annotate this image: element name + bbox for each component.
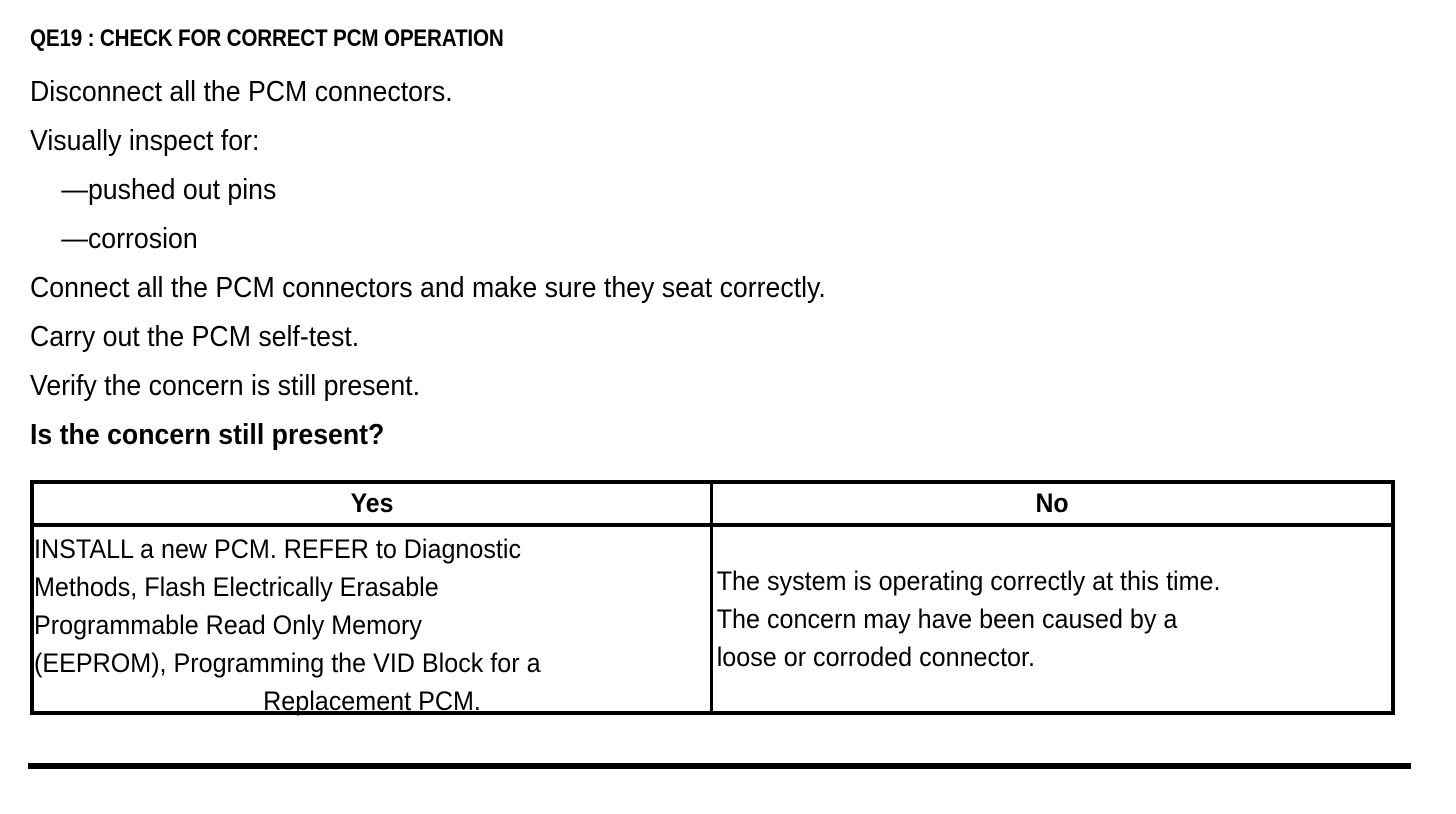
table-header-cell-yes: Yes: [34, 484, 710, 523]
instruction-line: Verify the concern is still present.: [30, 370, 421, 402]
cell-line: (EEPROM), Programming the VID Block for …: [34, 648, 541, 678]
instruction-list: Disconnect all the PCM connectors. Visua…: [30, 68, 1410, 460]
table-header-cell-no: No: [710, 484, 1391, 523]
column-header-no: No: [1035, 488, 1069, 518]
instruction-line: Connect all the PCM connectors and make …: [30, 272, 826, 304]
instruction-bullet: —pushed out pins: [61, 174, 277, 206]
footer-divider: [28, 763, 1411, 769]
cell-line: loose or corroded connector.: [716, 642, 1035, 672]
table-row: INSTALL a new PCM. REFER to Diagnostic M…: [34, 527, 1391, 716]
decision-table: Yes No INSTALL a new PCM. REFER to Diagn…: [30, 480, 1395, 716]
cell-line: Programmable Read Only Memory: [34, 610, 422, 640]
instruction-bullet: —corrosion: [61, 223, 198, 255]
instruction-line: Carry out the PCM self-test.: [30, 321, 360, 353]
yes-action-text: INSTALL a new PCM. REFER to Diagnostic M…: [34, 527, 710, 716]
column-header-yes: Yes: [350, 488, 394, 518]
instruction-line: Visually inspect for:: [30, 125, 260, 157]
table-cell-no: The system is operating correctly at thi…: [710, 527, 1391, 711]
page-title: QE19 : CHECK FOR CORRECT PCM OPERATION: [30, 25, 504, 52]
no-action-text: The system is operating correctly at thi…: [713, 527, 1391, 711]
cell-line: Methods, Flash Electrically Erasable: [34, 572, 439, 602]
table-cell-yes: INSTALL a new PCM. REFER to Diagnostic M…: [34, 527, 710, 716]
cell-line: The concern may have been caused by a: [716, 604, 1178, 634]
table-header-row: Yes No: [34, 484, 1391, 527]
instruction-line: Disconnect all the PCM connectors.: [30, 76, 453, 108]
cell-line: Replacement PCM.: [263, 686, 481, 716]
cell-line: The system is operating correctly at thi…: [716, 566, 1221, 596]
cell-line: INSTALL a new PCM. REFER to Diagnostic: [34, 534, 522, 564]
decision-question: Is the concern still present?: [30, 419, 385, 451]
